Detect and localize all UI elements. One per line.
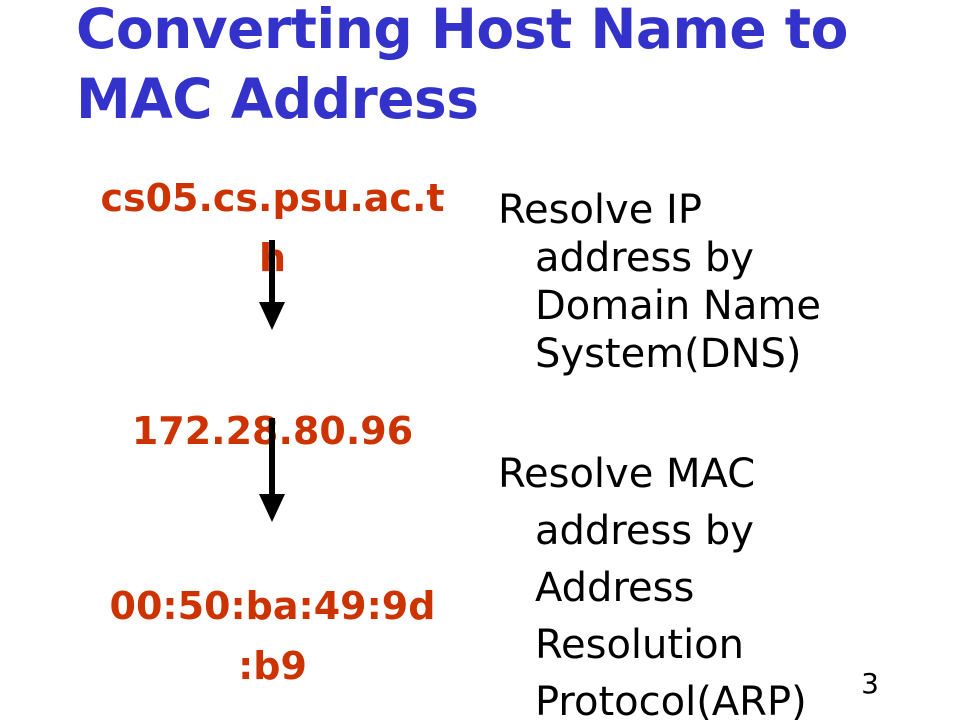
mac-address-line: 00:50:ba:49:9d — [109, 584, 436, 628]
dns-description-line: Resolve IP — [498, 187, 702, 233]
slide-title-line: MAC Address — [76, 67, 479, 131]
dns-description: Resolve IP address by Domain Name System… — [498, 186, 948, 378]
host-name: cs05.cs.psu.ac.t h — [75, 168, 470, 288]
arrow-down-icon — [259, 418, 285, 522]
dns-description-line: address by — [535, 235, 754, 281]
slide-title: Converting Host Name to MAC Address — [76, 0, 936, 134]
arrow-down-icon — [259, 240, 285, 330]
slide-title-line: Converting Host Name to — [76, 0, 848, 61]
arp-description-line: address by — [535, 508, 754, 554]
arp-description-line: Resolve MAC — [498, 451, 756, 497]
mac-address: 00:50:ba:49:9d :b9 — [75, 576, 470, 696]
arp-description-line: Address — [535, 565, 695, 611]
arp-description-line: Protocol(ARP) — [535, 679, 807, 720]
arp-description-line: Resolution — [535, 622, 745, 668]
mac-address-line: :b9 — [238, 644, 307, 688]
page-number: 3 — [861, 667, 879, 700]
dns-description-line: Domain Name — [535, 283, 821, 329]
dns-description-line: System(DNS) — [535, 331, 802, 377]
arp-description: Resolve MAC address by Address Resolutio… — [498, 446, 948, 720]
host-name-line: cs05.cs.psu.ac.t — [100, 176, 445, 220]
